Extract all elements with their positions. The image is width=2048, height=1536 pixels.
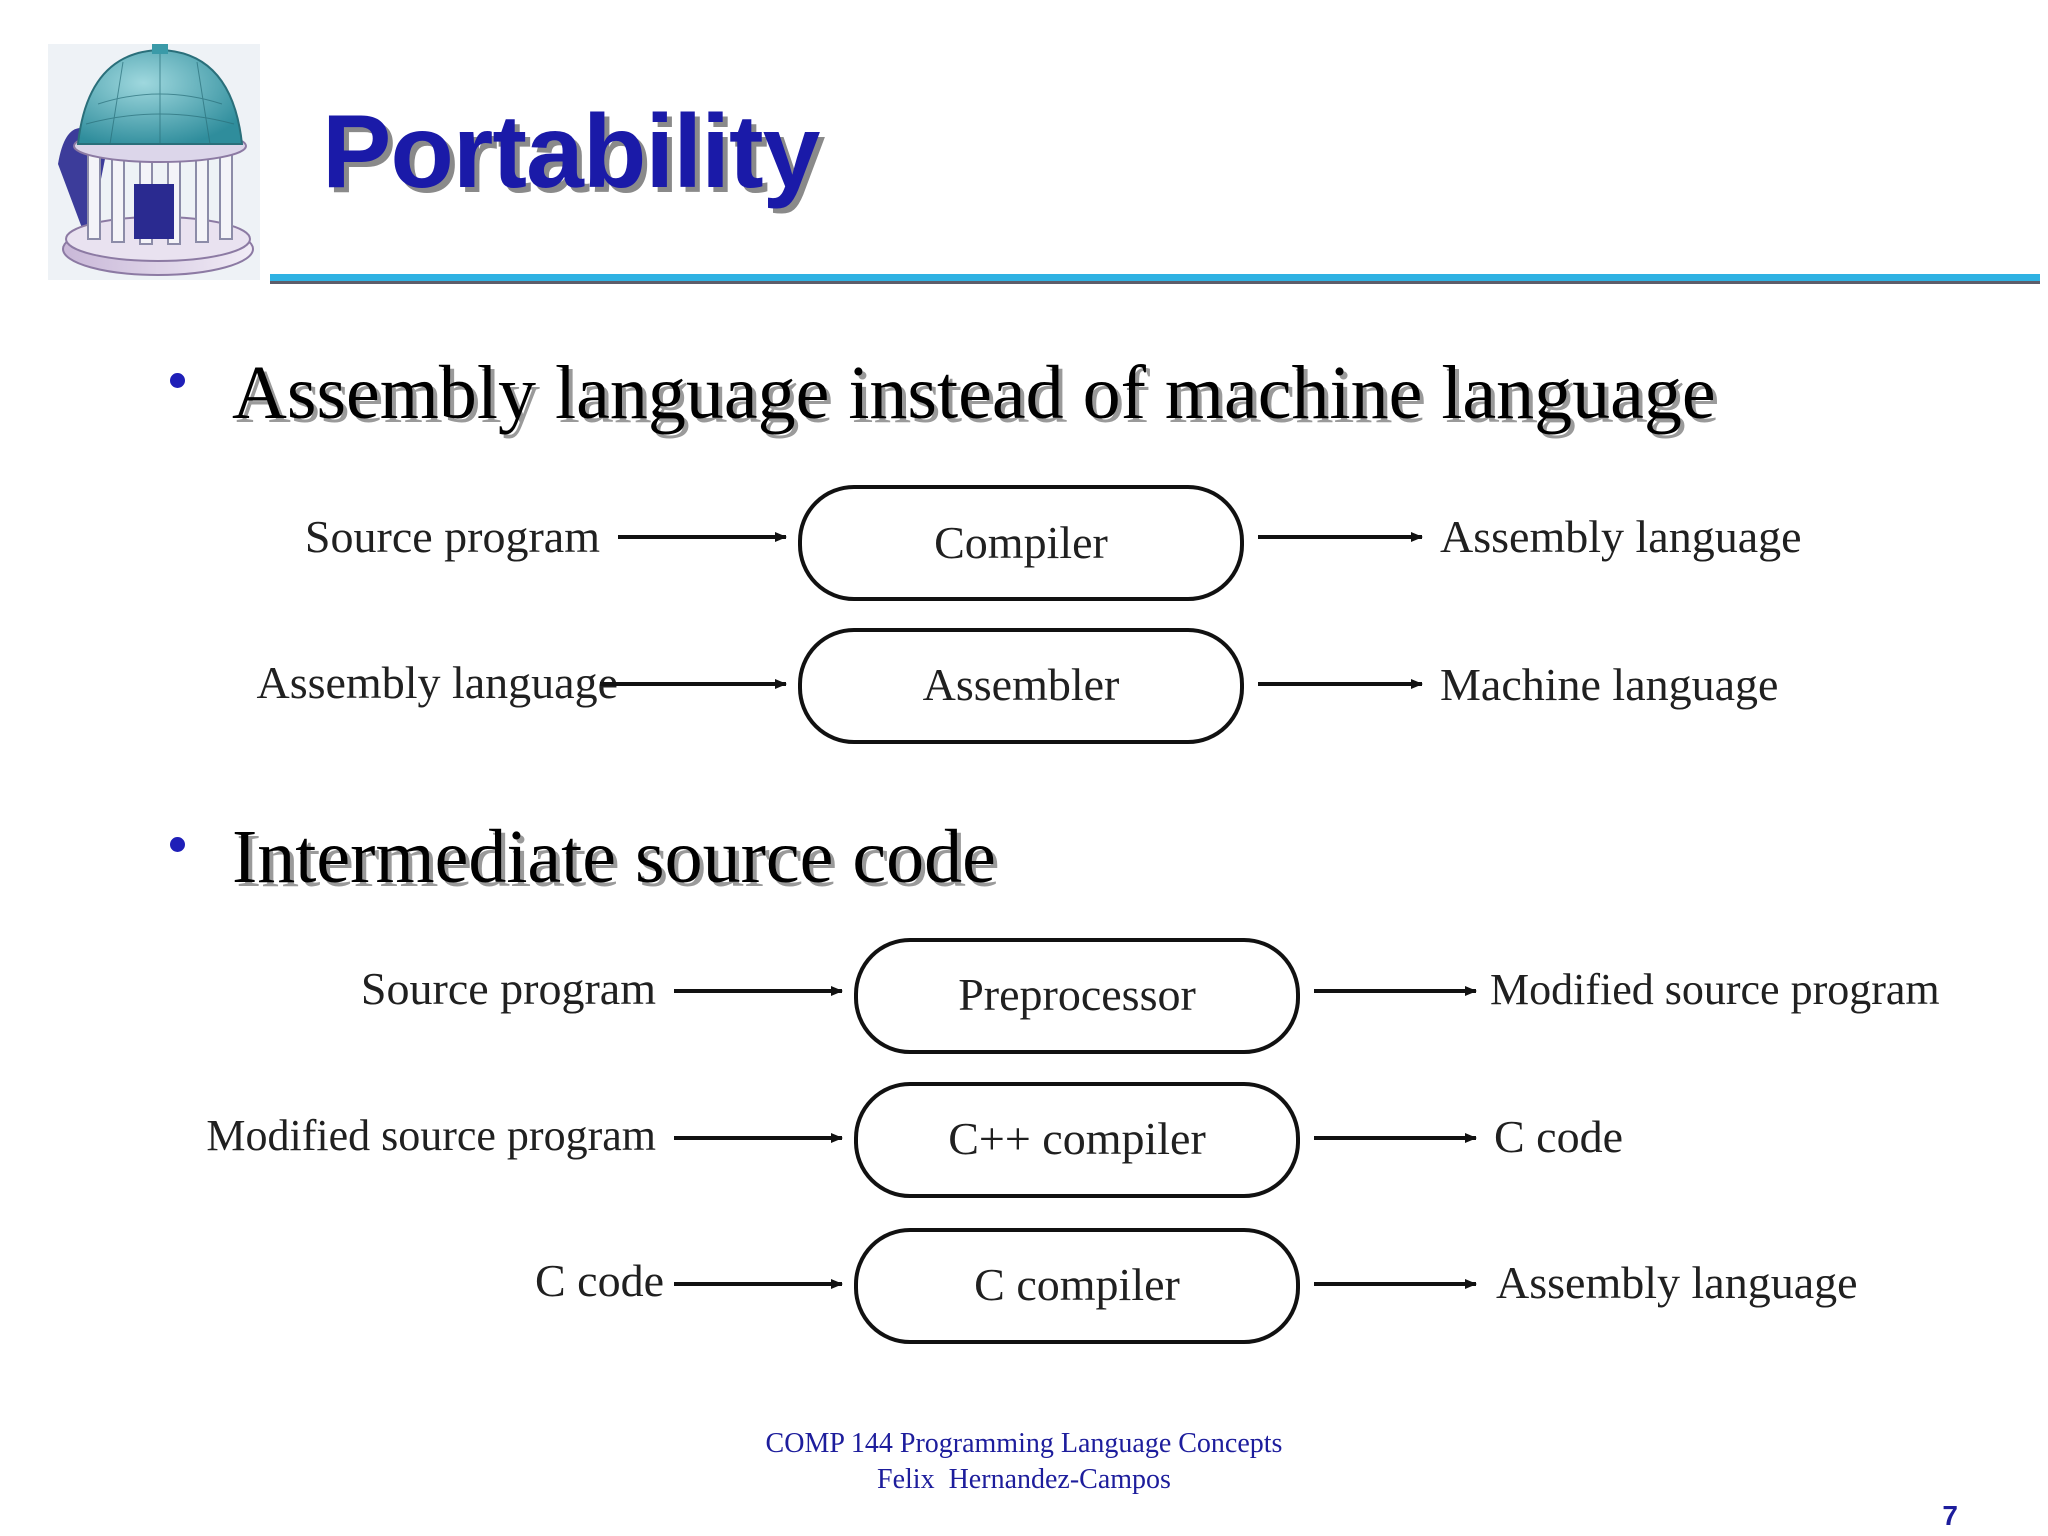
diagram-a-row-2: Assembly language Assembler Machine lang… <box>256 628 1778 744</box>
output-label: Assembly language <box>1496 1257 1858 1308</box>
diagram-b-row-1: Source program Preprocessor Modified sou… <box>361 938 1940 1054</box>
diagram-a: Source program Compiler Assembly languag… <box>256 485 1802 744</box>
footer-author: Felix Hernandez-Campos <box>877 1464 1171 1495</box>
output-label: Assembly language <box>1440 511 1802 562</box>
process-label: C++ compiler <box>948 1113 1206 1164</box>
input-label: Source program <box>361 963 656 1014</box>
diagram-b: Source program Preprocessor Modified sou… <box>206 938 1940 1344</box>
diagram-b-row-3: C code C compiler Assembly language <box>535 1228 1858 1344</box>
old-well-logo <box>48 44 260 280</box>
process-label: C compiler <box>974 1259 1180 1310</box>
output-label: Machine language <box>1440 659 1778 710</box>
process-box <box>798 485 1244 601</box>
output-label: C code <box>1494 1111 1623 1162</box>
output-label: Modified source program <box>1490 965 1940 1014</box>
process-label: Compiler <box>934 517 1108 568</box>
slide-title: Portability <box>322 94 821 210</box>
bullet-dot-2 <box>170 837 185 852</box>
input-label: C code <box>535 1255 664 1306</box>
input-label: Modified source program <box>206 1111 656 1160</box>
process-box <box>854 938 1300 1054</box>
page-number: 7 <box>1942 1500 1958 1531</box>
process-box <box>798 628 1244 744</box>
input-label: Source program <box>305 511 600 562</box>
input-label: Assembly language <box>256 657 618 708</box>
title-divider <box>270 274 2040 281</box>
process-box <box>854 1082 1300 1198</box>
process-box <box>854 1228 1300 1344</box>
footer-course: COMP 144 Programming Language Concepts <box>765 1428 1283 1459</box>
bullet-2: Intermediate source code <box>232 815 996 899</box>
process-label: Assembler <box>923 659 1120 710</box>
bullet-dot-1 <box>170 373 185 388</box>
process-label: Preprocessor <box>958 969 1196 1020</box>
bullet-1: Assembly language instead of machine lan… <box>232 351 1716 435</box>
slide-footer: COMP 144 Programming Language Concepts F… <box>0 1426 2048 1498</box>
diagram-a-row-1: Source program Compiler Assembly languag… <box>305 485 1802 601</box>
diagram-b-row-2: Modified source program C++ compiler C c… <box>206 1082 1623 1198</box>
